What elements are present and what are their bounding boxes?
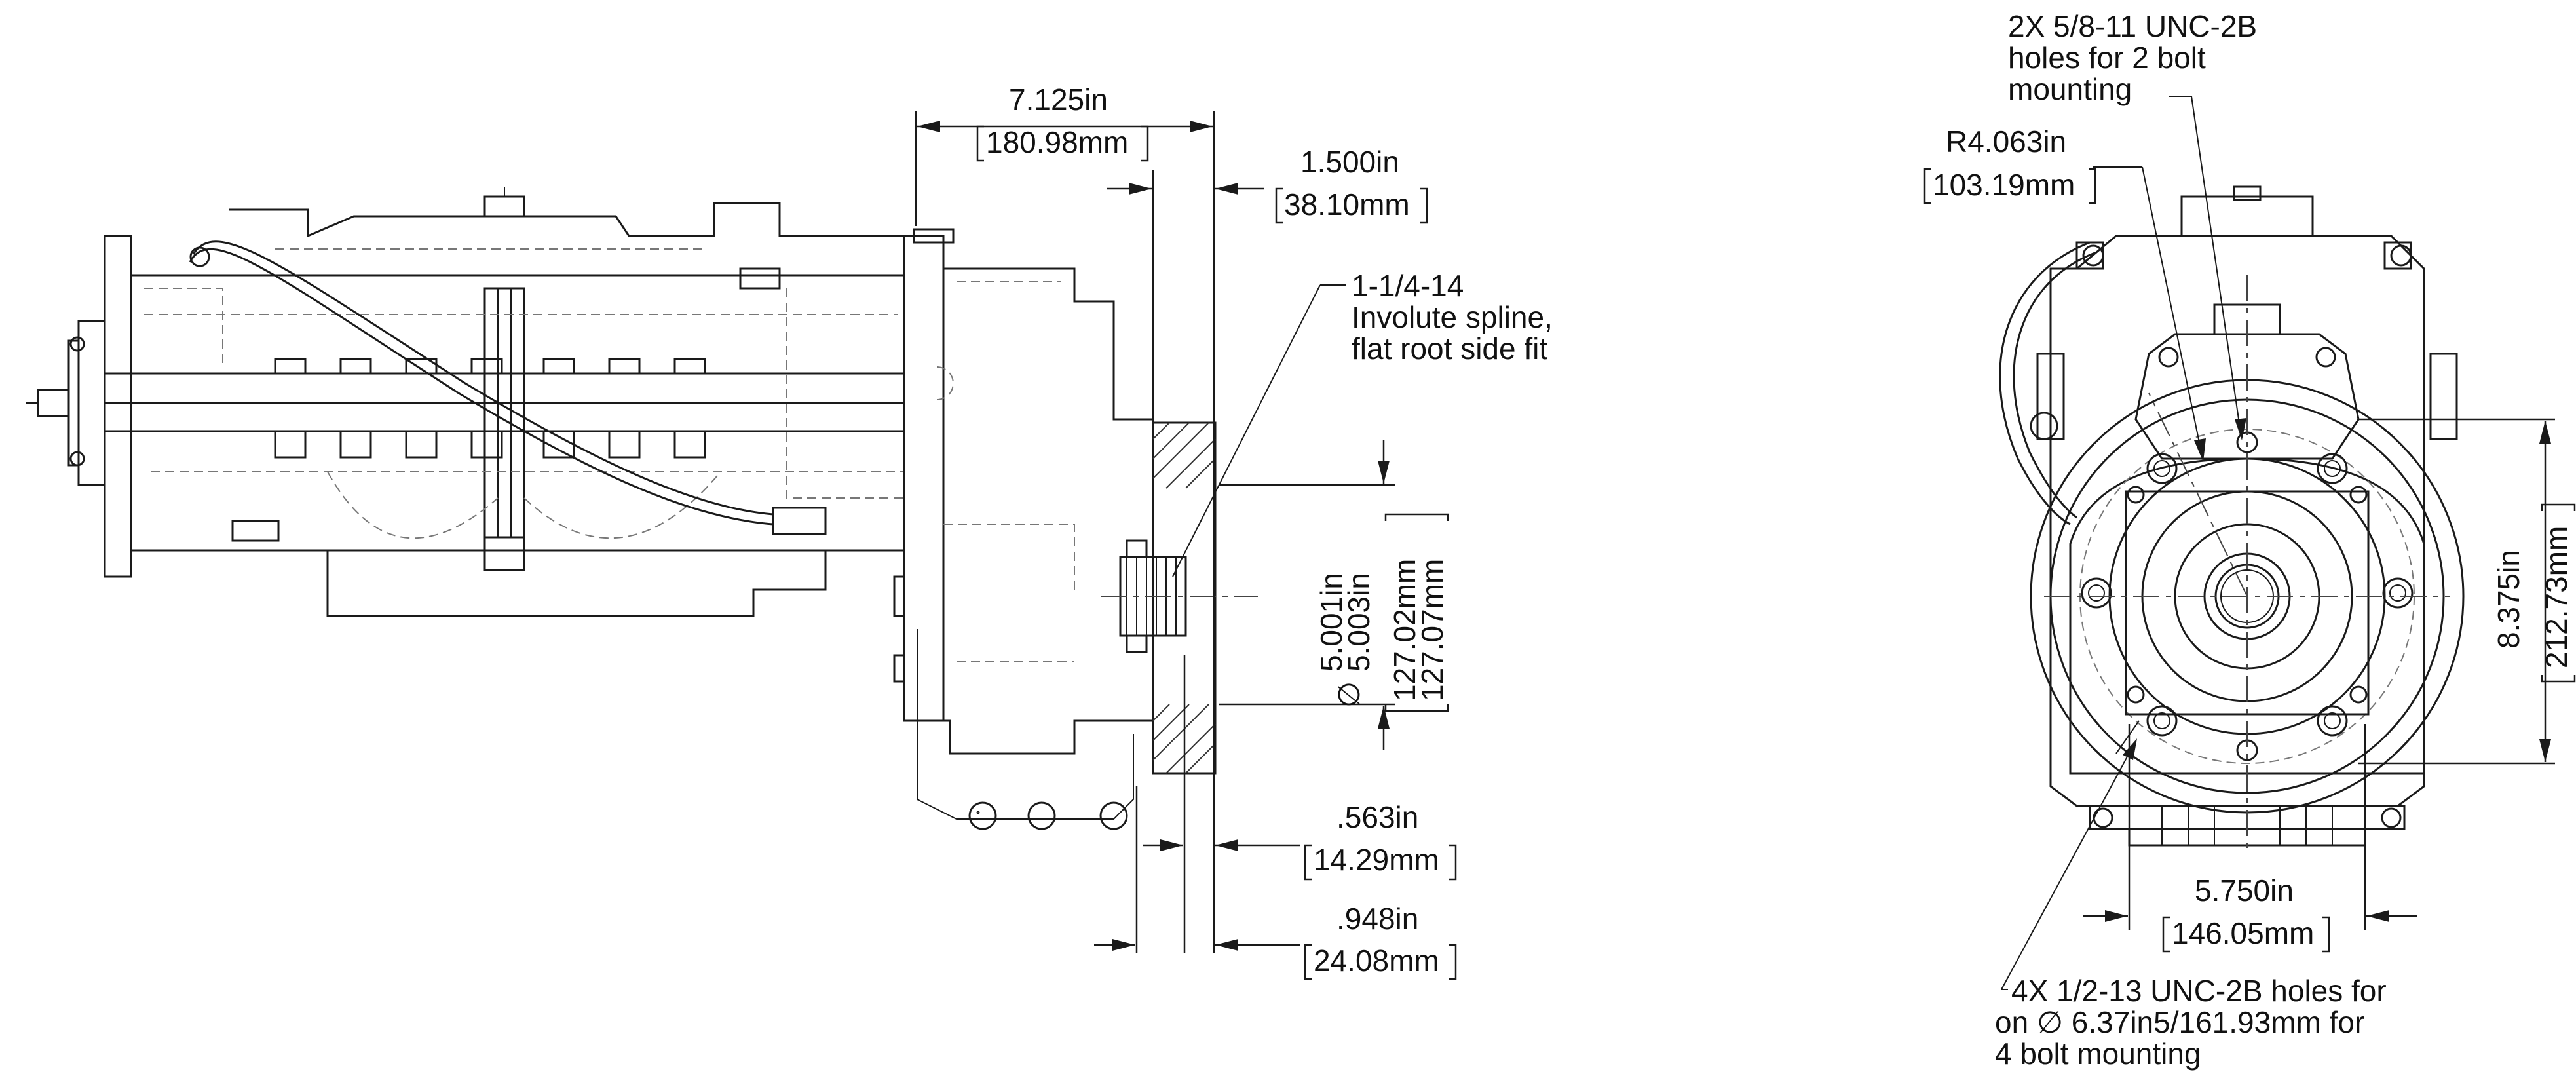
two-bolt-leader: 2X 5/8-11 UNC-2B holes for 2 bolt mounti… — [2008, 9, 2257, 440]
radius-leader: R4.063in 103.19mm — [1923, 124, 2206, 462]
dim-overall-length: 7.125in 180.98mm — [915, 83, 1215, 953]
dim-height-inch: 8.375in — [2491, 550, 2526, 649]
upper-bolt-row — [274, 358, 706, 375]
four-bolt-note-line-3: 4 bolt mounting — [1995, 1037, 2201, 1071]
two-bolt-note-line-1: 2X 5/8-11 UNC-2B — [2008, 9, 2257, 43]
four-bolt-note-line-2: on ∅ 6.37in5/161.93mm for — [1995, 1005, 2364, 1039]
dim-shaft-mm: 24.08mm — [1314, 944, 1439, 978]
spline-note-line-1: 1-1/4-14 — [1352, 269, 1464, 303]
dim-pilot-depth-mm: 38.10mm — [1284, 187, 1410, 221]
dim-width-inch: 5.750in — [2195, 873, 2294, 908]
spline-note-line-2: Involute spline, — [1352, 300, 1553, 334]
four-bolt-leader: 4X 1/2-13 UNC-2B holes for on ∅ 6.37in5/… — [1995, 720, 2387, 1071]
radius-inch: R4.063in — [1946, 124, 2066, 159]
dim-pilot-dia-inch-2: 5.003in — [1342, 573, 1376, 672]
dim-pilot-diameter: ∅ 5.001in 5.003in 127.02mm 127.07mm — [1219, 440, 1449, 750]
four-bolt-note-line-1: 4X 1/2-13 UNC-2B holes for — [2011, 974, 2387, 1008]
two-bolt-note-line-2: holes for 2 bolt — [2008, 41, 2206, 75]
radius-mm: 103.19mm — [1933, 168, 2075, 202]
dim-pilot-depth-inch: 1.500in — [1300, 145, 1399, 179]
dim-width-mm: 146.05mm — [2172, 916, 2314, 950]
dim-pilot-dia-inch-1: 5.001in — [1314, 573, 1348, 672]
dim-pilot-depth: 1.500in 38.10mm — [1107, 145, 1428, 419]
spline-leader: 1-1/4-14 Involute spline, flat root side… — [1172, 269, 1553, 577]
spline-note-line-3: flat root side fit — [1352, 332, 1547, 366]
dim-flange-inch: .563in — [1336, 800, 1418, 834]
lower-bolt-row — [274, 430, 706, 459]
side-view-pump — [26, 187, 1258, 830]
dim-pilot-dia-mm-1: 127.02mm — [1388, 559, 1422, 701]
dim-pilot-dia-symbol: ∅ — [1332, 681, 1366, 708]
dim-flange-mm: 14.29mm — [1314, 843, 1439, 877]
dim-overall-height: 8.375in 212.73mm — [2358, 418, 2576, 765]
dim-shaft-extension: .948in 24.08mm — [1094, 786, 1457, 980]
dim-flange-thickness: .563in 14.29mm — [1143, 655, 1457, 953]
end-view-pump — [1999, 185, 2465, 852]
dim-shaft-inch: .948in — [1336, 902, 1418, 936]
dim-length-inch: 7.125in — [1009, 83, 1108, 117]
two-bolt-note-line-3: mounting — [2008, 72, 2132, 106]
dim-pilot-dia-mm-2: 127.07mm — [1415, 559, 1449, 701]
dim-bolt-width: 5.750in 146.05mm — [2083, 724, 2417, 953]
dim-height-mm: 212.73mm — [2539, 526, 2573, 668]
dim-length-mm: 180.98mm — [986, 125, 1128, 159]
